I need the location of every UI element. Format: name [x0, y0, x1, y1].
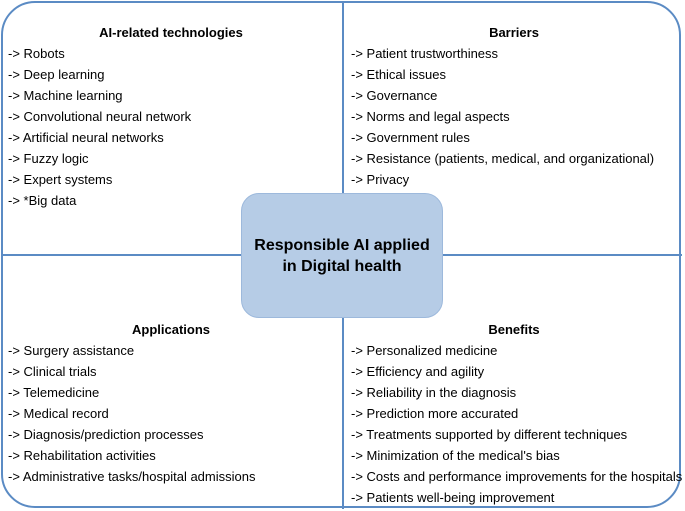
center-title-line-1: Responsible AI applied: [254, 236, 430, 254]
list-item: -> Clinical trials: [8, 364, 97, 379]
list-item: -> Efficiency and agility: [351, 364, 485, 379]
list-item: -> Governance: [351, 88, 438, 103]
quadrant-benefits: Benefits -> Personalized medicine -> Eff…: [351, 319, 683, 508]
list-item: -> Government rules: [351, 130, 470, 145]
applications-list: -> Surgery assistance -> Clinical trials…: [8, 340, 334, 487]
benefits-list: -> Personalized medicine -> Efficiency a…: [351, 340, 683, 508]
list-item: -> Patients well-being improvement: [351, 490, 555, 505]
list-item: -> Prediction more accurated: [351, 406, 519, 421]
center-title: Responsible AI applied in Digital health: [254, 235, 429, 277]
technologies-list: -> Robots -> Deep learning -> Machine le…: [8, 43, 334, 211]
list-item: -> Resistance (patients, medical, and or…: [351, 151, 655, 166]
list-item: -> Diagnosis/prediction processes: [8, 427, 204, 442]
center-concept-box: Responsible AI applied in Digital health: [241, 193, 443, 318]
list-item: -> Norms and legal aspects: [351, 109, 510, 124]
list-item: -> Personalized medicine: [351, 343, 498, 358]
list-item: -> Patient trustworthiness: [351, 46, 499, 61]
list-item: -> Convolutional neural network: [8, 109, 192, 124]
list-item: -> Expert systems: [8, 172, 113, 187]
center-title-line-2: in Digital health: [282, 257, 402, 275]
quadrant-title-applications: Applications: [131, 322, 210, 337]
list-item: -> Costs and performance improvements fo…: [351, 469, 683, 484]
list-item: -> Reliability in the diagnosis: [351, 385, 517, 400]
list-item: -> Telemedicine: [8, 385, 100, 400]
list-item: -> Ethical issues: [351, 67, 447, 82]
list-item: -> Deep learning: [8, 67, 105, 82]
quadrant-barriers: Barriers -> Patient trustworthiness -> E…: [351, 22, 677, 190]
list-item: -> Privacy: [351, 172, 410, 187]
list-item: -> Rehabilitation activities: [8, 448, 156, 463]
quadrant-title-barriers: Barriers: [489, 25, 539, 40]
quadrant-technologies: AI-related technologies -> Robots -> Dee…: [8, 22, 334, 211]
list-item: -> Minimization of the medical's bias: [351, 448, 560, 463]
list-item: -> Machine learning: [8, 88, 123, 103]
list-item: -> Robots: [8, 46, 65, 61]
list-item: -> Administrative tasks/hospital admissi…: [8, 469, 256, 484]
list-item: -> Treatments supported by different tec…: [351, 427, 628, 442]
list-item: -> Artificial neural networks: [8, 130, 164, 145]
quadrant-title-technologies: AI-related technologies: [99, 25, 243, 40]
list-item: -> Medical record: [8, 406, 109, 421]
list-item: -> Fuzzy logic: [8, 151, 89, 166]
barriers-list: -> Patient trustworthiness -> Ethical is…: [351, 43, 677, 190]
quadrant-title-benefits: Benefits: [488, 322, 540, 337]
list-item: -> *Big data: [8, 193, 77, 208]
quadrant-applications: Applications -> Surgery assistance -> Cl…: [8, 319, 334, 487]
list-item: -> Surgery assistance: [8, 343, 135, 358]
